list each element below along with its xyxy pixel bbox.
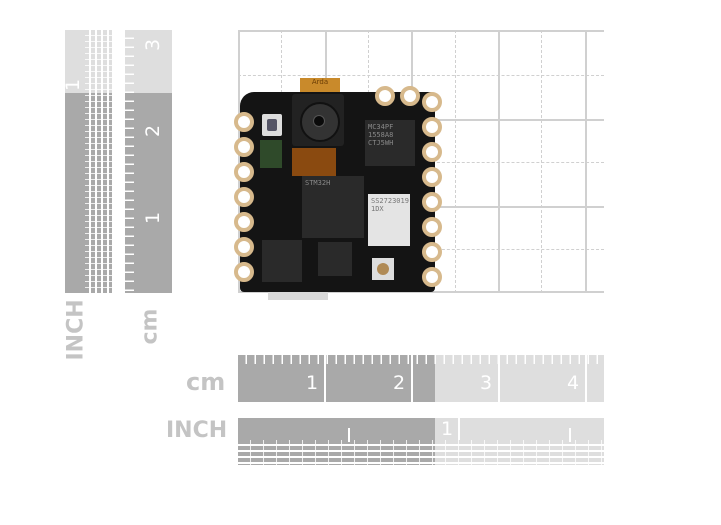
horizontal-cm-number: 2 (393, 372, 406, 394)
vertical-cm-number: 2 (142, 124, 165, 138)
horizontal-inch-number: 1 (441, 418, 454, 440)
horizontal-inch-label: INCH (166, 418, 228, 443)
camera-module (292, 94, 344, 146)
vertical-cm-ruler: 1 2 3 (125, 30, 172, 293)
antenna-connector (372, 258, 394, 280)
horizontal-cm-number: 1 (306, 372, 319, 394)
reset-button (262, 114, 282, 136)
vertical-cm-label: cm (137, 308, 163, 345)
horizontal-cm-number: 4 (567, 372, 580, 394)
vertical-inch-label: INCH (63, 299, 89, 361)
usb-connector (268, 292, 328, 300)
vertical-inch-ruler: 1 (62, 30, 112, 293)
horizontal-cm-label: cm (186, 368, 226, 396)
vertical-cm-number: 3 (142, 38, 165, 52)
camera-flex-cable: Arda (300, 78, 340, 94)
vertical-inch-number: 1 (62, 78, 85, 92)
horizontal-cm-ruler: 1 2 3 4 (238, 355, 604, 402)
horizontal-inch-ruler: 1 (238, 418, 604, 465)
mcu-chip: STM32H (302, 176, 364, 238)
vertical-cm-number: 1 (142, 211, 165, 225)
horizontal-cm-number: 3 (480, 372, 493, 394)
